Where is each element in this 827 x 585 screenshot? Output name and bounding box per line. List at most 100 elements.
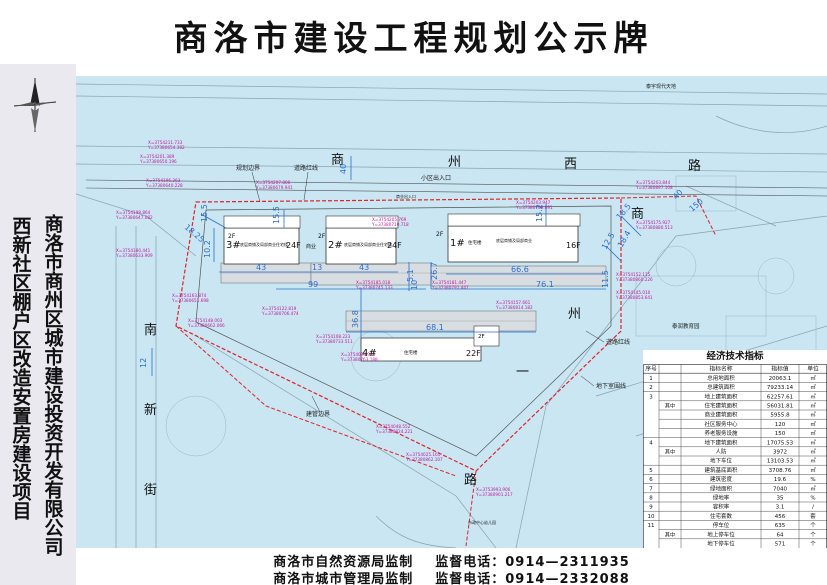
road-label-zhou: 州	[448, 155, 461, 170]
svg-text:X=3754203.844: X=3754203.844	[636, 180, 671, 185]
econ-row-no: 11	[648, 523, 655, 529]
label-east-place: 泰润教育园	[672, 322, 700, 330]
econ-row-sub: 其中	[665, 448, 675, 456]
footer-phone-2: 0914—2332088	[505, 572, 630, 585]
label-entrance-inner: 商业出入口	[396, 193, 416, 199]
dim-15-2: 15.2	[535, 204, 544, 222]
econ-row-value: 635	[775, 523, 786, 529]
econ-row-value: 7040	[773, 486, 787, 492]
econ-row-unit: ㎡	[810, 466, 816, 474]
dim-43-b: 43	[359, 263, 369, 272]
page-title: 商洛市建设工程规划公示牌	[173, 19, 654, 59]
building-1-desc: 底层商铺及局部商业	[496, 237, 532, 243]
svg-text:X=3754108.223: X=3754108.223	[316, 334, 351, 339]
econ-row-value: 62257.61	[767, 394, 793, 400]
svg-text:X=3754048.552: X=3754048.552	[376, 424, 411, 429]
econ-row-unit: ㎡	[810, 411, 816, 419]
econ-row-unit: ㎡	[810, 457, 816, 465]
developer-name: 商洛市商州区城市建设投资开发有限公司	[41, 214, 64, 556]
svg-text:Y=37380640.228: Y=37380640.228	[145, 183, 183, 188]
road-label-xin: 新	[144, 402, 157, 418]
econ-row-name: 地下车位	[710, 457, 733, 465]
econ-row-unit: ㎡	[810, 448, 816, 456]
econ-header-1: 指标名称	[709, 365, 732, 373]
building-2-commercial: 商业	[306, 243, 316, 250]
econ-row-unit: ㎡	[810, 438, 816, 446]
econ-row-value: 3.1	[776, 505, 785, 511]
svg-text:X=3754198.864: X=3754198.864	[116, 210, 151, 215]
site-plan-drawing: X=3754211.733 Y=37380654.382 X=3754201.3…	[76, 83, 827, 548]
building-1-floors: 16F	[566, 241, 581, 250]
econ-row-unit: ㎡	[810, 420, 816, 428]
econ-row-name: 建筑基底面积	[704, 466, 738, 474]
svg-text:Y=37380710.718: Y=37380710.718	[371, 222, 409, 227]
dim-15-5-a: 15.5	[272, 206, 281, 224]
econ-row-value: 19.6	[774, 477, 787, 483]
econ-row-value: 17075.53	[767, 440, 794, 446]
econ-row-value: 3708.76	[769, 468, 792, 474]
dim-12: 12	[139, 358, 148, 368]
econ-row-no: 4	[649, 440, 653, 446]
svg-text:Y=37380862.107: Y=37380862.107	[405, 457, 443, 462]
econ-row-sub: 其中	[665, 402, 675, 410]
svg-text:Y=37380814.182: Y=37380814.182	[495, 305, 533, 310]
building-2-podium: 2F	[318, 233, 326, 240]
road-label-jie: 街	[144, 483, 157, 498]
econ-row-unit: %	[810, 477, 815, 483]
econ-row-no: 5	[649, 468, 653, 474]
svg-text:Y=37380654.382: Y=37380654.382	[147, 145, 185, 150]
building-3	[223, 227, 300, 265]
svg-text:Y=37380651.698: Y=37380651.698	[171, 298, 209, 303]
project-name: 西新社区棚户区改造安置房建设项目	[9, 216, 32, 520]
building-3-floors: 24F	[286, 241, 301, 250]
econ-row-name: 容积率	[713, 503, 730, 511]
econ-row-no: 7	[649, 486, 653, 492]
dim-66-6: 66.6	[511, 265, 529, 274]
build-boundary-line	[195, 205, 612, 457]
label-entrance-top: 小区出入口	[421, 174, 451, 182]
svg-text:Y=37380745.133: Y=37380745.133	[355, 285, 393, 290]
svg-text:X=3754185.018: X=3754185.018	[356, 280, 391, 285]
footer-phone-label-1: 监督电话：	[435, 555, 506, 570]
building-3-number: 3#	[226, 240, 241, 251]
road-label-xi: 西	[564, 157, 577, 172]
econ-row-no: 10	[648, 514, 655, 520]
svg-text:Y=37380824.221: Y=37380824.221	[375, 429, 413, 434]
econ-row-value: 120	[775, 422, 786, 428]
building-1-podium: 2F	[436, 231, 444, 238]
footer-org-2: 商洛市城市管理局监制	[273, 572, 414, 585]
svg-text:X=3754203.947: X=3754203.947	[516, 200, 551, 205]
building-3-desc: 底层商铺及局部商业住宅楼	[240, 241, 288, 247]
econ-row-name: 地下停车位	[707, 540, 735, 548]
north-arrow-icon	[13, 78, 57, 132]
svg-text:Y=37380650.196: Y=37380650.196	[139, 159, 177, 164]
econ-row-name: 商业建筑面积	[704, 411, 738, 419]
econ-row-value: 79233.14	[767, 385, 794, 391]
svg-text:X=3754157.661: X=3754157.661	[496, 300, 531, 305]
planning-boundary-redline	[175, 197, 622, 472]
econ-header-0: 序号	[645, 365, 657, 373]
econ-row-no: 8	[649, 496, 653, 502]
econ-row-name: 绿地率	[713, 494, 730, 502]
econ-row-name: 人防	[715, 448, 727, 456]
footer-phone-label-2: 监督电话：	[435, 572, 506, 585]
svg-text:X=3754181.447: X=3754181.447	[432, 280, 467, 285]
econ-row-no: 3	[649, 394, 653, 400]
road-label-south-lu: 路	[464, 472, 477, 488]
svg-text:Y=37380880.513: Y=37380880.513	[635, 225, 673, 230]
svg-text:Y=37380901.217: Y=37380901.217	[475, 492, 513, 497]
svg-text:X=3754180.441: X=3754180.441	[116, 248, 151, 253]
dim-26-7: 26.7	[430, 262, 439, 280]
svg-text:Y=37380647.082: Y=37380647.082	[115, 215, 153, 220]
econ-row-name: 停车位	[713, 521, 730, 529]
econ-row-unit: ㎡	[810, 429, 816, 437]
road-label-east-yi: 一	[516, 365, 529, 380]
econ-row-value: 20063.1	[769, 376, 792, 382]
svg-text:Y=37380860.226: Y=37380860.226	[615, 277, 653, 282]
building-3-podium: 2F	[228, 233, 236, 240]
svg-text:X=3754152.115: X=3754152.115	[616, 272, 651, 277]
svg-text:Y=37380789.091: Y=37380789.091	[515, 205, 553, 210]
left-side-panel: 商洛市商州区城市建设投资开发有限公司 西新社区棚户区改造安置房建设项目	[0, 64, 76, 585]
building-4	[360, 337, 482, 362]
